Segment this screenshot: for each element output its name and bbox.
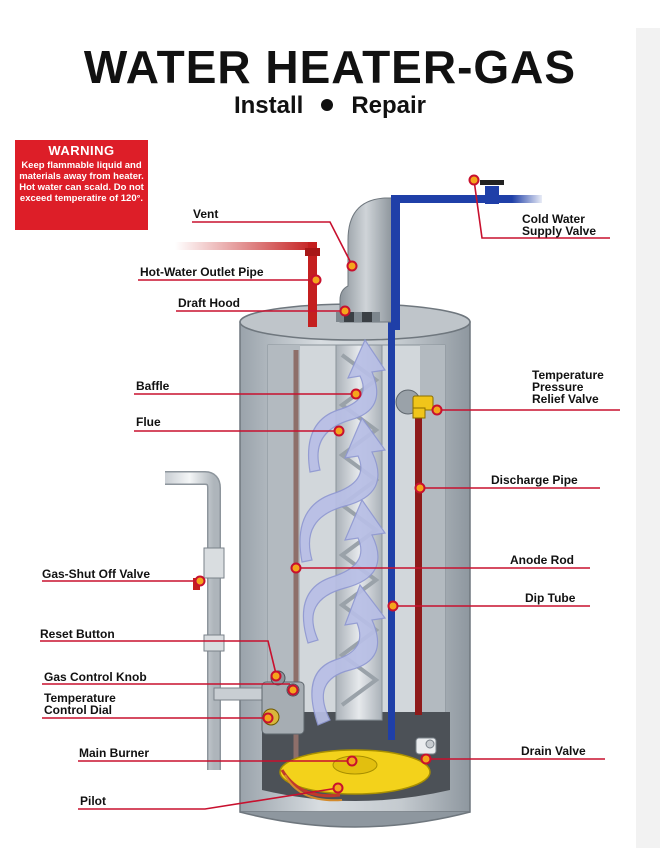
warning-box: WARNING Keep flammable liquid and materi… bbox=[15, 140, 148, 230]
subtitle-repair: Repair bbox=[351, 92, 427, 119]
drain-valve bbox=[415, 737, 437, 755]
label-reset-button: Reset Button bbox=[40, 627, 115, 641]
side-panel bbox=[636, 28, 660, 848]
label-temperature-control-dial: Temperature Control Dial bbox=[44, 691, 116, 717]
cold-water-pipe bbox=[391, 180, 542, 330]
leader-dots bbox=[194, 174, 480, 794]
leader-lines bbox=[40, 179, 620, 810]
label-flue: Flue bbox=[136, 415, 161, 429]
label-temperature-pressure-relief-valve: Temperature Pressure Relief Valve bbox=[532, 368, 604, 406]
label-baffle: Baffle bbox=[136, 379, 170, 393]
label-drain-valve: Drain Valve bbox=[521, 744, 586, 758]
label-cold-water-supply-valve: Cold Water Supply Valve bbox=[522, 212, 597, 238]
airflow-arrows bbox=[299, 338, 387, 726]
vent-hood bbox=[336, 197, 393, 323]
label-gas-shut-off-valve: Gas-Shut Off Valve bbox=[42, 567, 151, 581]
label-main-burner: Main Burner bbox=[79, 746, 150, 760]
label-anode-rod: Anode Rod bbox=[510, 553, 574, 567]
label-dip-tube: Dip Tube bbox=[525, 591, 576, 605]
discharge-pipe bbox=[415, 415, 422, 715]
label-pilot: Pilot bbox=[80, 794, 106, 808]
tp-relief-valve bbox=[395, 389, 434, 419]
bullet-dot-icon bbox=[321, 98, 334, 111]
subtitle-install: Install bbox=[233, 92, 304, 119]
page-title: WATER HEATER-GAS bbox=[83, 41, 577, 93]
label-draft-hood: Draft Hood bbox=[178, 296, 240, 310]
dip-tube bbox=[388, 320, 395, 740]
label-hot-water-outlet-pipe: Hot-Water Outlet Pipe bbox=[140, 265, 264, 279]
label-gas-control-knob: Gas Control Knob bbox=[44, 670, 147, 684]
label-discharge-pipe: Discharge Pipe bbox=[491, 473, 578, 487]
label-vent: Vent bbox=[193, 207, 219, 221]
page-subtitle: Install Repair bbox=[0, 92, 660, 120]
warning-title: WARNING bbox=[48, 143, 115, 158]
warning-text: Keep flammable liquid and materials away… bbox=[19, 160, 144, 204]
gas-line bbox=[165, 471, 267, 770]
hot-water-outlet-pipe bbox=[175, 242, 320, 327]
